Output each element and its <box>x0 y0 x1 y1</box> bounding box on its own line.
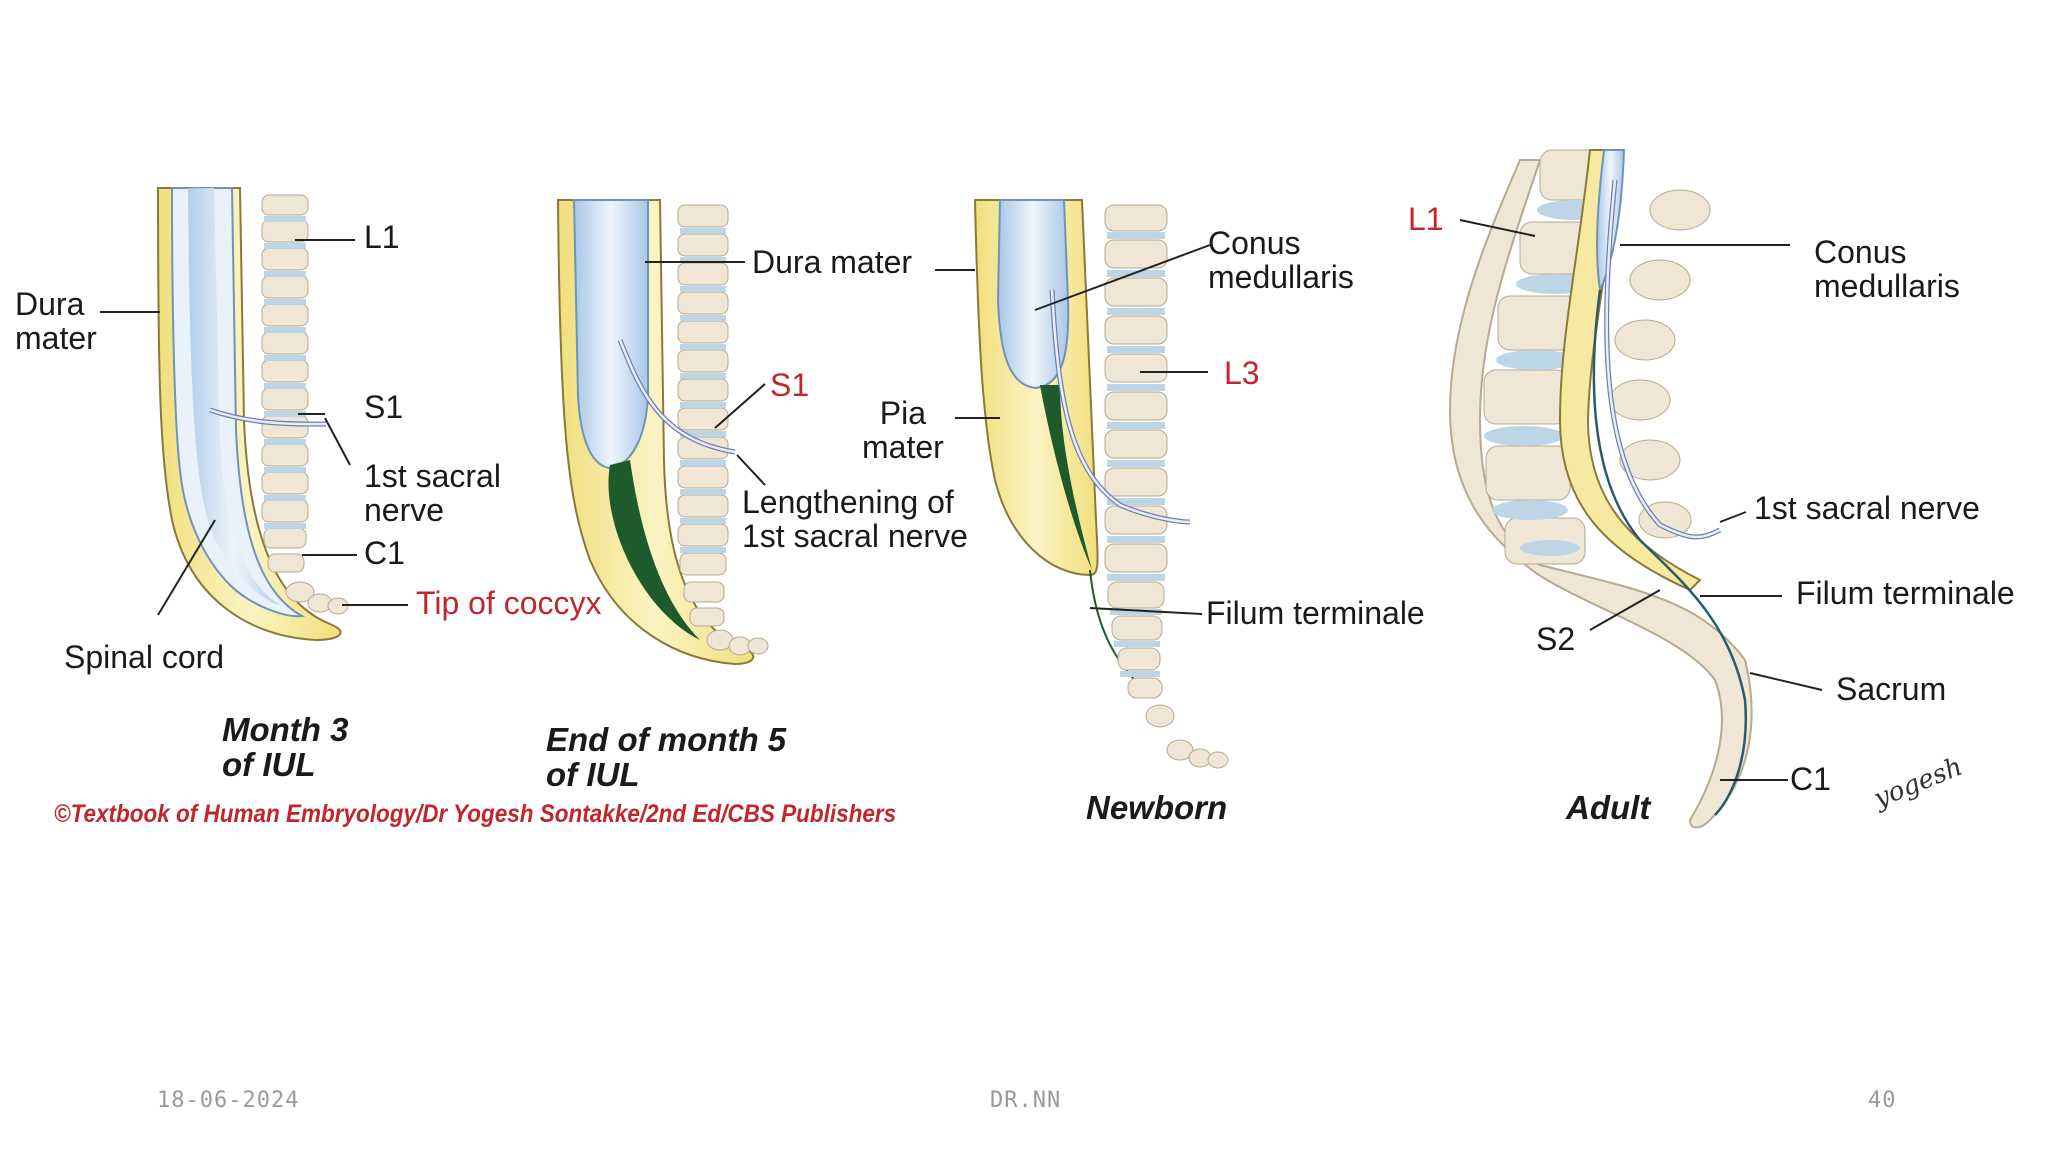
label-pia-mater: Pia mater <box>862 395 944 465</box>
panel-month-3 <box>100 187 408 642</box>
caption-month-3: Month 3 of IUL <box>222 711 349 783</box>
label-c1-adult: C1 <box>1790 761 1831 797</box>
label-l3: L3 <box>1224 355 1260 391</box>
panel-newborn <box>935 199 1229 769</box>
panel2-leader-lines <box>645 261 766 486</box>
label-filum-terminale-adult: Filum terminale <box>1796 575 2015 611</box>
label-s1-month5: S1 <box>770 367 810 403</box>
label-conus-medullaris-adult: Conus medullaris <box>1814 234 1960 304</box>
label-l1-adult: L1 <box>1408 201 1444 237</box>
caption-end-of-month-5: End of month 5 of IUL <box>546 721 787 793</box>
panel-end-of-month-5 <box>556 199 769 666</box>
copyright-credit: ©Textbook of Human Embryology/Dr Yogesh … <box>54 800 897 828</box>
footer-date: 18-06-2024 <box>157 1088 300 1113</box>
panel1-vertebrae <box>261 194 349 615</box>
label-1st-sacral-nerve-month3: 1st sacral nerve <box>364 458 501 528</box>
footer-page-number: 40 <box>1868 1088 1897 1113</box>
footer-author: DR.NN <box>990 1088 1062 1113</box>
caption-adult: Adult <box>1566 789 1651 826</box>
label-filum-terminale-newborn: Filum terminale <box>1206 595 1425 631</box>
panel3-vertebrae <box>1104 204 1229 769</box>
label-l1-month3: L1 <box>364 219 400 255</box>
label-conus-medullaris-newborn: Conus medullaris <box>1208 225 1354 295</box>
label-lengthening-of-sacral-nerve: Lengthening of 1st sacral nerve <box>742 484 968 554</box>
panel4-spinous-processes <box>1609 189 1711 539</box>
panel2-vertebrae <box>677 204 769 656</box>
label-tip-of-coccyx: Tip of coccyx <box>416 585 602 621</box>
panel-adult <box>1448 149 1823 829</box>
panel1-leader-lines <box>100 239 408 616</box>
label-spinal-cord: Spinal cord <box>64 639 225 675</box>
label-s2: S2 <box>1536 621 1576 657</box>
panel3-leader-lines <box>935 244 1211 615</box>
label-sacrum: Sacrum <box>1836 671 1947 707</box>
label-s1-month3: S1 <box>364 389 404 425</box>
label-dura-mater-month3: Dura mater <box>15 286 97 356</box>
caption-newborn: Newborn <box>1086 789 1228 826</box>
label-1st-sacral-nerve-adult: 1st sacral nerve <box>1754 490 1980 526</box>
label-c1-month3: C1 <box>364 535 405 571</box>
label-dura-mater-month5: Dura mater <box>752 244 913 280</box>
panel4-leader-lines <box>1459 219 1823 781</box>
